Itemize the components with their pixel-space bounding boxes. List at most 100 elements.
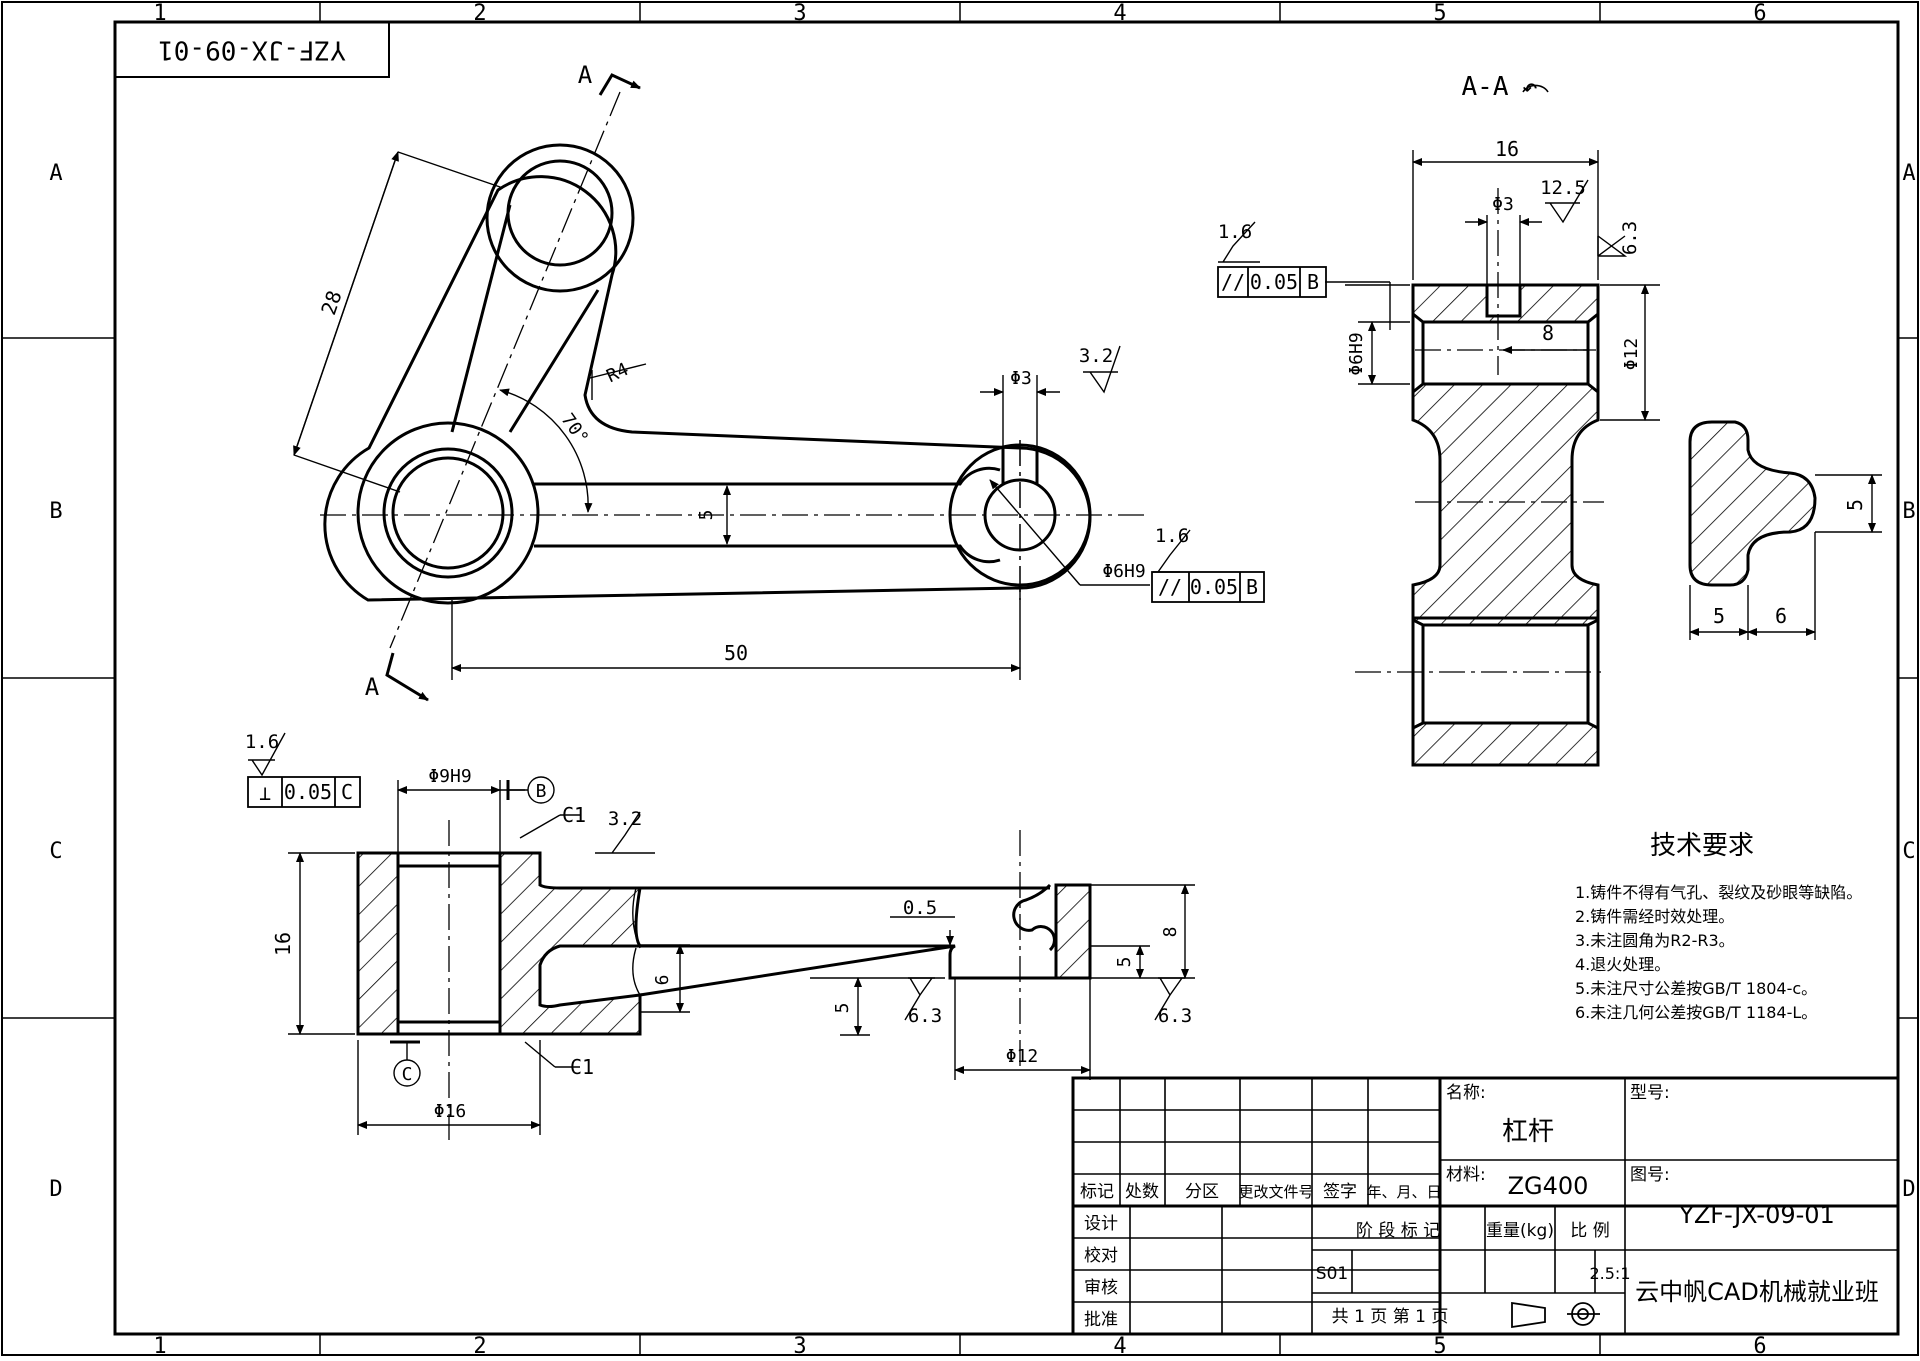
- bot-dim-5-left: 5: [832, 1003, 853, 1014]
- sec-dim-16: 16: [1495, 137, 1519, 161]
- tb-header-mark: 标记: [1080, 1182, 1114, 1202]
- roughness-3-2: 3.2: [1079, 345, 1113, 367]
- tech-req-item-1: 1.铸件不得有气孔、裂纹及砂眼等缺陷。: [1575, 883, 1862, 902]
- zone-col-6-bottom: 6: [1753, 1334, 1766, 1357]
- tolerance-value: 0.05: [1190, 575, 1238, 599]
- tb-scale-value: 2.5:1: [1589, 1264, 1630, 1283]
- sec-roughness-1-6: 1.6: [1218, 221, 1252, 243]
- technical-requirements: 技术要求 1.铸件不得有气孔、裂纹及砂眼等缺陷。 2.铸件需经时效处理。 3.未…: [1575, 831, 1862, 1022]
- bot-roughness-1-6: 1.6: [245, 731, 279, 753]
- rib-section-labels: 5 5 6: [1713, 499, 1867, 628]
- bot-dim-16: 16: [271, 932, 295, 956]
- dim-r4: R4: [603, 359, 632, 387]
- zone-col-1-bottom: 1: [153, 1334, 166, 1357]
- zone-row-a-left: A: [49, 161, 62, 186]
- tb-header-count: 处数: [1125, 1182, 1159, 1202]
- dim-phi3: Φ3: [1010, 368, 1032, 389]
- tb-stage-label: 阶 段 标 记: [1356, 1221, 1440, 1241]
- tb-role-review: 审核: [1084, 1278, 1118, 1298]
- rib-dim-5-horizontal: 5: [1713, 604, 1725, 628]
- bottom-view: [247, 732, 1195, 1140]
- tech-req-title: 技术要求: [1650, 831, 1754, 861]
- rib-section: [1688, 420, 1882, 640]
- bot-chamfer-c1-bottom: C1: [570, 1055, 594, 1079]
- cut-label-top: A: [578, 61, 593, 89]
- dim-70deg: 70°: [557, 410, 593, 449]
- zone-col-5-top: 5: [1433, 1, 1446, 26]
- bot-dim-phi12: Φ12: [1006, 1046, 1039, 1067]
- roughness-1-6: 1.6: [1155, 525, 1189, 547]
- tb-role-approve: 批准: [1084, 1310, 1118, 1330]
- dim-50: 50: [724, 641, 748, 665]
- section-view-a-a: [1217, 84, 1660, 767]
- sec-tolerance-datum: B: [1307, 270, 1319, 294]
- front-view-labels: A A 28 R4 70° 5 50 Φ3 Φ6H9 3.2 1.6 // 0.…: [316, 61, 1258, 701]
- sec-dim-phi6h9: Φ6H9: [1346, 332, 1367, 375]
- sec-dim-phi3: Φ3: [1492, 194, 1514, 215]
- tech-req-item-6: 6.未注几何公差按GB/T 1184-L。: [1575, 1003, 1817, 1022]
- bot-dim-phi16: Φ16: [434, 1101, 467, 1122]
- section-label: A-A: [1462, 72, 1509, 102]
- tb-material-label: 材料:: [1446, 1165, 1486, 1185]
- bot-dim-phi9h9: Φ9H9: [428, 766, 471, 787]
- tb-drawing-no-label: 图号:: [1630, 1165, 1670, 1185]
- tb-role-check: 校对: [1084, 1246, 1118, 1266]
- bot-roughness-6-3-left: 6.3: [908, 1005, 942, 1027]
- section-rotate-symbol: ↶: [1522, 73, 1538, 103]
- zone-row-b-right: B: [1902, 499, 1915, 524]
- tb-name-value: 杠杆: [1502, 1117, 1554, 1147]
- tb-name-label: 名称:: [1446, 1083, 1486, 1103]
- rib-dim-5-vertical: 5: [1843, 499, 1867, 511]
- zone-row-c-left: C: [49, 839, 62, 864]
- sec-tolerance-value: 0.05: [1250, 270, 1298, 294]
- zone-row-b-left: B: [49, 499, 62, 524]
- tb-header-date: 年、月、日: [1366, 1183, 1441, 1201]
- bot-tolerance-datum: C: [341, 780, 353, 804]
- bot-roughness-3-2: 3.2: [608, 808, 642, 830]
- bot-datum-b: B: [536, 781, 547, 802]
- bot-tolerance-symbol: ⊥: [259, 781, 271, 805]
- bottom-view-labels: 1.6 ⊥ 0.05 C Φ9H9 B C C1 C1 3.2 16 0.5 6…: [245, 731, 1192, 1122]
- bot-chamfer-c1-top: C1: [562, 803, 586, 827]
- zone-col-1-top: 1: [153, 1, 166, 26]
- stamp-text: YZF-JX-09-01: [158, 35, 346, 65]
- tolerance-datum: B: [1246, 575, 1258, 599]
- zone-col-5-bottom: 5: [1433, 1334, 1446, 1357]
- title-block-labels: 标记 处数 分区 更改文件号 签字 年、月、日 设计 校对 审核 批准 名称: …: [1080, 1083, 1879, 1330]
- drawing-number-stamp: YZF-JX-09-01: [114, 21, 390, 78]
- tb-company: 云中帆CAD机械就业班: [1635, 1278, 1879, 1306]
- zone-col-3-top: 3: [793, 1, 806, 26]
- tb-header-sign: 签字: [1323, 1182, 1357, 1202]
- front-view: [293, 73, 1265, 702]
- tb-header-zone: 分区: [1185, 1182, 1219, 1202]
- zone-row-d-right: D: [1902, 1177, 1915, 1202]
- zone-col-4-bottom: 4: [1113, 1334, 1126, 1357]
- bot-dim-8: 8: [1160, 927, 1181, 938]
- section-view-labels: A-A ↶ 16 Φ3 12.5 6.3 1.6 Φ6H9 8 Φ12 // 0…: [1218, 72, 1642, 376]
- tech-req-item-4: 4.退火处理。: [1575, 955, 1670, 974]
- zone-col-6-top: 6: [1753, 1, 1766, 26]
- bot-dim-0-5: 0.5: [903, 897, 937, 919]
- tb-model-label: 型号:: [1630, 1083, 1670, 1103]
- zone-row-d-left: D: [49, 1177, 62, 1202]
- zone-row-c-right: C: [1902, 839, 1915, 864]
- sec-dim-phi12: Φ12: [1621, 338, 1642, 371]
- bot-dim-5-right: 5: [1114, 957, 1135, 968]
- bot-dim-6: 6: [652, 975, 673, 986]
- tb-sheets: 共 1 页 第 1 页: [1332, 1307, 1449, 1327]
- tb-stage-value: S01: [1316, 1264, 1348, 1284]
- zone-col-2-bottom: 2: [473, 1334, 486, 1357]
- tolerance-symbol: //: [1158, 575, 1182, 599]
- sec-tolerance-symbol: //: [1221, 270, 1245, 294]
- zone-col-2-top: 2: [473, 1, 486, 26]
- tb-material-value: ZG400: [1508, 1172, 1589, 1200]
- tb-role-design: 设计: [1084, 1214, 1118, 1234]
- bot-roughness-6-3-right: 6.3: [1158, 1005, 1192, 1027]
- tb-weight-label: 重量(kg): [1486, 1221, 1554, 1241]
- title-block: [1071, 1076, 1900, 1336]
- sec-dim-8: 8: [1542, 321, 1554, 345]
